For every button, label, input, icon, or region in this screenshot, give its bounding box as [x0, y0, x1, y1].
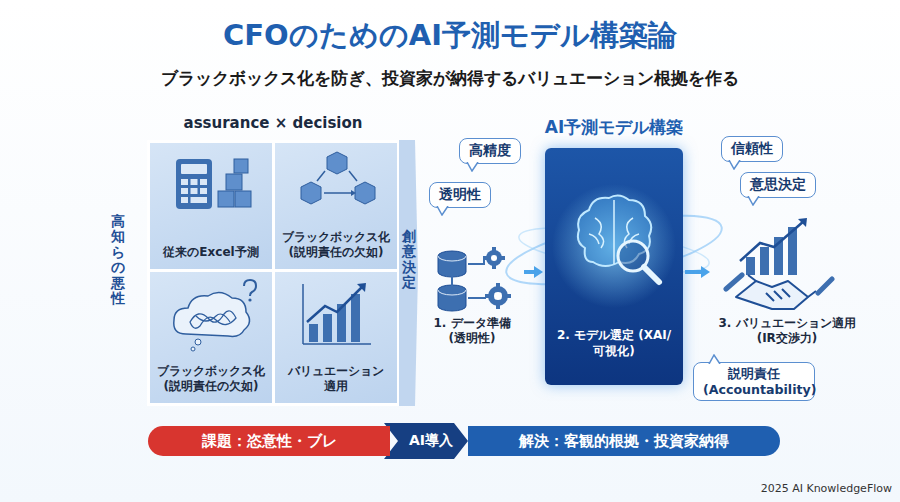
icon-drawing	[150, 272, 272, 367]
quadrant-box: ブラックボックス化 (説明責任の欠如)	[275, 143, 397, 269]
icon-drawing	[424, 246, 524, 326]
bubble-tail	[466, 162, 480, 172]
bubble-tail	[728, 160, 742, 170]
node-text: 高精度	[469, 142, 511, 160]
tail-shape	[748, 196, 759, 205]
watermark: 2025 AI KnowledgeFlow	[761, 482, 892, 495]
arrow-head	[534, 266, 543, 278]
chevron-arrow	[399, 140, 418, 406]
node-text: 説明責任 (Accountability)	[703, 366, 805, 397]
node-text: 3. バリュエーション適用 (IR交渉力)	[714, 316, 860, 347]
icon	[150, 272, 272, 371]
node-text: 2. モデル選定 (XAI/可視化)	[547, 327, 681, 359]
quadrant-box: バリュエーション 適用	[275, 272, 397, 403]
tail-shape	[729, 160, 740, 169]
node-text: 解決：客観的根拠・投資家納得	[519, 432, 729, 451]
speech-bubble: 説明責任 (Accountability)	[693, 362, 815, 401]
icon	[275, 143, 397, 237]
band-arrow	[384, 423, 468, 459]
icon-drawing	[275, 272, 397, 362]
node-text: 意思決定	[750, 176, 806, 194]
quadrant-panel: assurance × decision従来のExcel予測ブラックボックス化 …	[147, 140, 399, 406]
icon-drawing	[712, 217, 862, 317]
node-text: 従来のExcel予測	[152, 245, 270, 261]
tail-shape	[437, 206, 448, 215]
icon	[275, 272, 397, 366]
heading: assurance × decision	[117, 114, 429, 132]
edge-label: AI導入	[409, 432, 453, 450]
icon-drawing	[150, 143, 272, 233]
quadrant-box: 従来のExcel予測	[150, 143, 272, 269]
title: CFOのためのAI予測モデル構築論	[0, 16, 900, 56]
speech-bubble: 高精度	[459, 138, 521, 164]
heading: AI予測モデル構築	[515, 116, 713, 139]
step-box: 1. データ準備 (透明性)	[422, 240, 522, 355]
icon	[150, 143, 272, 237]
node-text: 透明性	[439, 186, 481, 204]
solution-band: 解決：客観的根拠・投資家納得	[468, 426, 780, 456]
problem-band: 課題：恣意性・ブレ	[148, 426, 390, 456]
quadrant-box: ブラックボックス化 (説明責任の欠如)	[150, 272, 272, 403]
step-box: 3. バリュエーション適用 (IR交渉力)	[712, 215, 862, 355]
node-text: 1. データ準備 (透明性)	[424, 316, 520, 347]
tail-shape	[467, 162, 478, 171]
speech-bubble: 信頼性	[721, 136, 783, 162]
tail-shape	[709, 355, 720, 364]
axis-label: 高知らの悪性	[111, 214, 125, 306]
bubble-tail	[708, 354, 722, 364]
edge-label: 創意決定	[402, 229, 416, 291]
node-text: 課題：恣意性・ブレ	[202, 432, 337, 451]
subtitle: ブラックボックス化を防ぎ、投資家が納得するバリュエーション根拠を作る	[0, 67, 900, 90]
speech-bubble: 透明性	[429, 182, 491, 208]
arrow-head	[701, 266, 710, 278]
icon-drawing	[275, 143, 397, 233]
flow-arrow	[685, 270, 702, 274]
node-text: 信頼性	[731, 140, 773, 158]
bubble-tail	[747, 196, 761, 206]
flow-arrow	[524, 270, 535, 274]
speech-bubble: 意思決定	[740, 172, 816, 198]
model-panel: AI予測モデル構築2. モデル選定 (XAI/可視化)	[545, 148, 683, 385]
icon	[712, 217, 862, 321]
node-text: バリュエーション 適用	[277, 364, 395, 395]
bubble-tail	[436, 206, 450, 216]
node-text: ブラックボックス化 (説明責任の欠如)	[152, 364, 270, 395]
node-text: ブラックボックス化 (説明責任の欠如)	[277, 230, 395, 261]
